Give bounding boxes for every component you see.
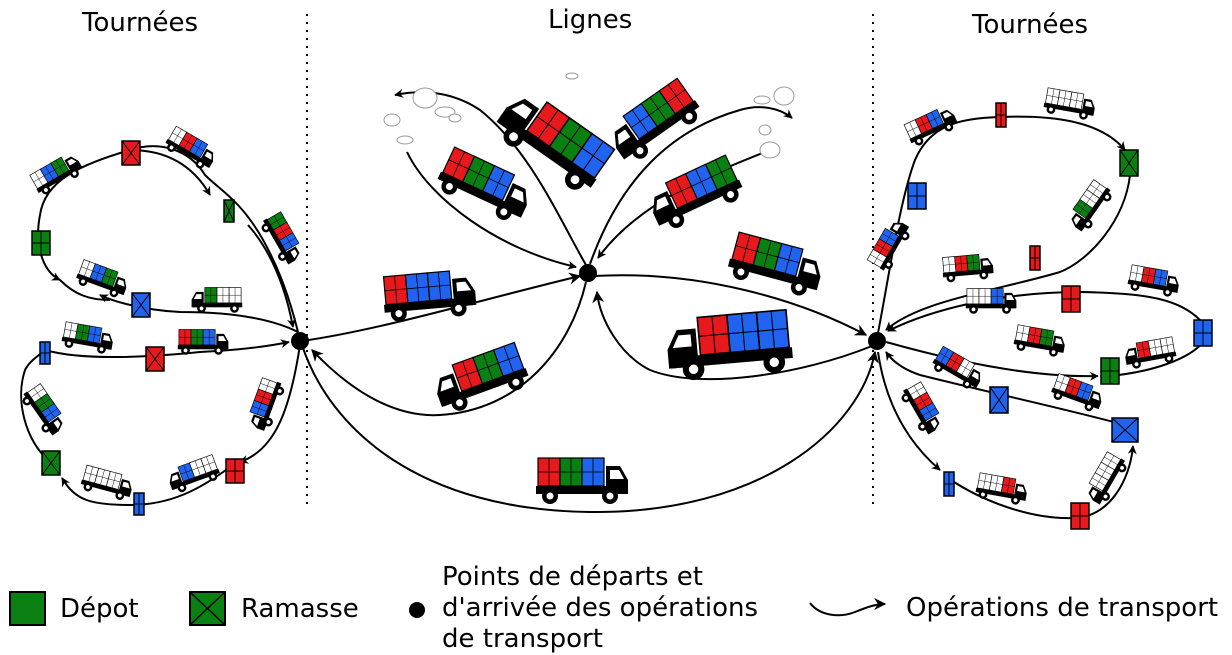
left-loop-lower-top [44, 339, 290, 358]
legend-operations-label: Opérations de transport [906, 593, 1219, 623]
depot-block [943, 471, 955, 497]
ramasse-block [1119, 149, 1139, 177]
truck-icon [80, 464, 132, 500]
right-loop-bottom-top [885, 351, 1126, 426]
truck-icon [1125, 336, 1177, 369]
depot-block [133, 492, 145, 516]
depot-block [39, 341, 51, 365]
depot-block [1029, 245, 1041, 271]
legend-points-line-2: d'arrivée des opérations [442, 593, 759, 623]
legend-depot-label: Dépot [60, 594, 139, 624]
center-lines [301, 89, 879, 514]
heading-lignes: Lignes [548, 5, 633, 35]
legend-ramasse-label: Ramasse [241, 594, 359, 624]
right-loop-mid-upper [887, 290, 1201, 332]
truck-icon [614, 77, 700, 160]
depot-block [907, 182, 927, 210]
right-loop-top-return [885, 174, 1131, 331]
heading-tournees-left: Tournées [82, 8, 199, 38]
truck-icon [975, 472, 1027, 505]
depot-block [1193, 319, 1213, 347]
truck-icon [901, 381, 940, 435]
ramasse-block [121, 140, 141, 166]
ramasse-block [41, 450, 61, 476]
left-loop-lower-bottom [61, 463, 235, 507]
truck-icon [903, 109, 958, 146]
legend-ramasse-swatch [189, 591, 226, 626]
depot-block [1100, 357, 1120, 385]
cloud-icon-left [383, 87, 462, 145]
left-loop-upper-inner [99, 294, 299, 333]
legend-node-dot [409, 602, 425, 618]
cloud-icon-right [565, 72, 795, 159]
truck-icon [496, 98, 616, 190]
truck-icon [667, 308, 793, 381]
truck-icon [191, 287, 243, 313]
left-loop-upper-return [247, 224, 296, 328]
line-left-to-center [301, 272, 582, 342]
cargo-blocks [31, 102, 1213, 530]
line-left-to-right-bottom [301, 344, 879, 514]
ramasse-block [145, 346, 165, 372]
truck-icon [866, 222, 910, 271]
right-tours [877, 115, 1206, 520]
truck-icon [1051, 373, 1102, 412]
depot-block [1070, 502, 1090, 530]
truck-icon [169, 454, 220, 493]
truck-icon [1127, 264, 1179, 297]
legend-points-line-3: de transport [442, 624, 603, 654]
truck-icon [249, 377, 285, 431]
truck-icon [1013, 324, 1065, 357]
line-center-to-right [593, 274, 868, 336]
truck-icon [1043, 87, 1095, 120]
truck-icon [76, 259, 127, 298]
truck-icon [1088, 451, 1127, 505]
depot-block [995, 102, 1007, 128]
ramasse-block [223, 199, 235, 223]
left-tours [20, 145, 301, 507]
right-loop-mid-lower [885, 341, 1099, 381]
truck-icon [22, 383, 63, 436]
trucks [22, 77, 1179, 505]
truck-icon [165, 125, 214, 169]
line-center-to-top-right [589, 106, 793, 265]
truck-icon [653, 154, 743, 228]
depot-block [1061, 285, 1081, 313]
legend-arrow-icon [809, 598, 887, 617]
ramasse-block [989, 386, 1009, 414]
truck-icon [29, 156, 83, 195]
left-loop-lower-side [20, 349, 51, 463]
truck-icon [177, 329, 229, 355]
depot-block [31, 230, 51, 256]
truck-icon [261, 211, 300, 265]
truck-icon [382, 270, 477, 322]
node-right [868, 332, 886, 350]
legend-points-line-1: Points de départs et [442, 562, 703, 592]
line-center-to-left [311, 281, 587, 417]
ramasse-block [131, 292, 151, 318]
truck-icon [727, 231, 821, 296]
truck-icon [61, 321, 113, 354]
ramasse-block [1111, 417, 1139, 443]
node-left [291, 332, 309, 350]
truck-icon [1071, 179, 1112, 232]
node-center [579, 264, 597, 282]
truck-icon [932, 345, 981, 389]
depot-block [225, 458, 245, 484]
truck-icon [536, 457, 628, 504]
legend-points-label: Points de départs et d'arrivée des opéra… [442, 562, 758, 655]
heading-tournees-right: Tournées [972, 10, 1089, 40]
line-right-to-center [592, 290, 873, 381]
truck-icon [437, 341, 529, 411]
left-loop-lower [239, 344, 301, 464]
line-top-left-to-center [406, 151, 577, 270]
truck-icon [437, 146, 527, 220]
right-loop-bottom [877, 351, 941, 471]
truck-icon [942, 254, 994, 283]
legend-depot-swatch [9, 591, 46, 626]
truck-icon [965, 288, 1017, 314]
left-loop-upper-side [59, 279, 111, 301]
